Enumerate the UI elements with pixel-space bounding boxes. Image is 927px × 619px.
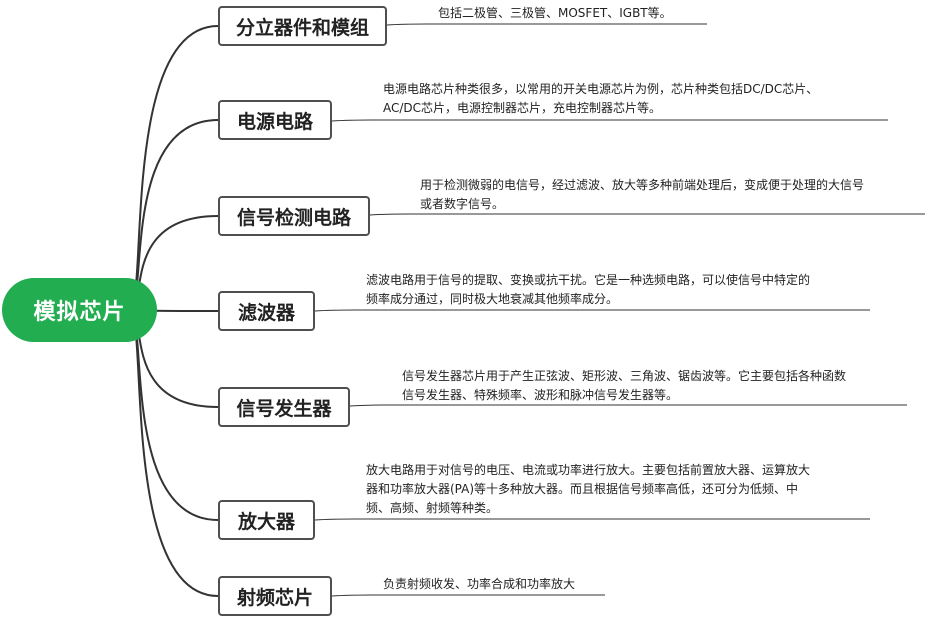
- desc-line: 用于检测微弱的电信号，经过滤波、放大等多种前端处理后，变成便于处理的大信号: [420, 178, 865, 192]
- branch-connector: [128, 309, 219, 521]
- description-underline: [369, 213, 925, 216]
- desc-line: 信号发生器、特殊频率、波形和脉冲信号发生器等。: [402, 388, 679, 402]
- branch-amplifier[interactable]: 放大器: [218, 500, 315, 540]
- desc-line: 频、高频、射频等种类。: [366, 501, 499, 515]
- desc-discrete-devices: 包括二极管、三极管、MOSFET、IGBT等。: [438, 4, 672, 23]
- branch-signal-generator[interactable]: 信号发生器: [218, 387, 350, 427]
- branch-rf-chip[interactable]: 射频芯片: [218, 576, 332, 616]
- description-underline: [349, 404, 907, 407]
- branch-connector: [128, 119, 219, 311]
- description-underline: [331, 594, 605, 597]
- description-underline: [331, 119, 888, 122]
- desc-line: 包括二极管、三极管、MOSFET、IGBT等。: [438, 6, 672, 20]
- branch-filter[interactable]: 滤波器: [218, 291, 315, 331]
- desc-line: 器和功率放大器(PA)等十多种放大器。而且根据信号频率高低，还可分为低频、中: [366, 482, 799, 496]
- desc-line: 放大电路用于对信号的电压、电流或功率进行放大。主要包括前置放大器、运算放大: [366, 463, 811, 477]
- desc-line: 滤波电路用于信号的提取、变换或抗干扰。它是一种选频电路，可以使信号中特定的: [366, 273, 811, 287]
- desc-line: AC/DC芯片，电源控制器芯片，充电控制器芯片等。: [383, 101, 662, 115]
- desc-line: 或者数字信号。: [420, 197, 505, 211]
- description-underline: [314, 309, 870, 312]
- branch-discrete-devices[interactable]: 分立器件和模组: [218, 6, 387, 46]
- desc-power-circuit: 电源电路芯片种类很多，以常用的开关电源芯片为例，芯片种类包括DC/DC芯片、 A…: [383, 80, 818, 118]
- description-underline: [314, 518, 870, 521]
- desc-signal-generator: 信号发生器芯片用于产生正弦波、矩形波、三角波、锯齿波等。它主要包括各种函数 信号…: [402, 367, 846, 405]
- desc-line: 信号发生器芯片用于产生正弦波、矩形波、三角波、锯齿波等。它主要包括各种函数: [402, 369, 847, 383]
- branch-signal-detection[interactable]: 信号检测电路: [218, 196, 370, 236]
- desc-signal-detection: 用于检测微弱的电信号，经过滤波、放大等多种前端处理后，变成便于处理的大信号 或者…: [420, 176, 864, 214]
- description-underline: [386, 23, 707, 26]
- desc-rf-chip: 负责射频收发、功率合成和功率放大: [383, 575, 575, 594]
- desc-line: 电源电路芯片种类很多，以常用的开关电源芯片为例，芯片种类包括DC/DC芯片、: [383, 82, 819, 96]
- desc-line: 频率成分通过，同时极大地衰减其他频率成分。: [366, 292, 619, 306]
- root-node[interactable]: 模拟芯片: [2, 278, 157, 342]
- desc-amplifier: 放大电路用于对信号的电压、电流或功率进行放大。主要包括前置放大器、运算放大 器和…: [366, 461, 810, 518]
- desc-filter: 滤波电路用于信号的提取、变换或抗干扰。它是一种选频电路，可以使信号中特定的 频率…: [366, 271, 810, 309]
- desc-line: 负责射频收发、功率合成和功率放大: [383, 577, 576, 591]
- branch-power-circuit[interactable]: 电源电路: [218, 100, 332, 140]
